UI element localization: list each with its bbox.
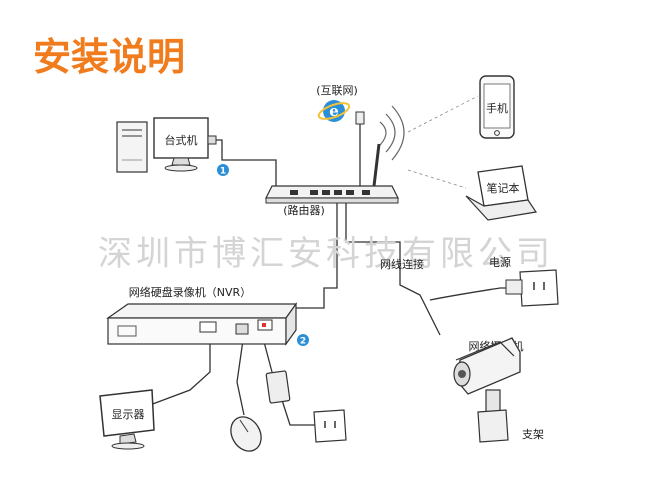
pc-monitor (153, 117, 209, 159)
smartphone: 手机 (479, 75, 515, 139)
cables (149, 120, 515, 426)
bracket-label: 支架 (522, 428, 544, 441)
internet-icon: (互联网) e (316, 84, 358, 122)
power-label: 电源 (489, 255, 511, 269)
adapter-outlet-cable (281, 399, 316, 426)
svg-text:1: 1 (220, 167, 226, 177)
laptop: 笔记本 (465, 165, 538, 221)
svg-text:2: 2 (300, 337, 306, 347)
page-title: 安装说明 (33, 35, 185, 79)
display-monitor: 显示器 (99, 389, 155, 450)
watermark: 深圳市博汇安科技有限公司 (98, 234, 554, 274)
ie-globe-icon (323, 100, 345, 122)
desktop-cable (210, 139, 277, 186)
monitor-cable (149, 340, 211, 406)
internet-plug (355, 111, 365, 125)
mouse (230, 416, 262, 452)
router-camera-cable (345, 198, 441, 336)
router-label: (路由器) (283, 203, 325, 217)
camera-power-cable (429, 287, 515, 301)
ip-camera: 网络摄像机 (453, 337, 524, 443)
wall-outlet-camera (505, 269, 559, 307)
wifi-laptop-link (407, 169, 467, 189)
mouse-cable (236, 339, 245, 416)
desktop-computer: 台式机 (116, 117, 217, 173)
svg-text:e: e (329, 102, 339, 120)
step-badge-1: 1 (217, 164, 229, 177)
power-adapter (265, 370, 291, 404)
nvr-recorder: 网络硬盘录像机（NVR） (106, 285, 298, 346)
camera-bracket (485, 389, 501, 413)
desktop-label: 台式机 (165, 133, 198, 147)
phone-label: 手机 (486, 101, 508, 115)
router-antenna (372, 143, 381, 187)
wall-outlet-nvr (313, 409, 347, 443)
monitor-label: 显示器 (112, 408, 145, 421)
internet-label: (互联网) (316, 84, 358, 97)
network-connect-label: 网线连接 (380, 257, 424, 271)
laptop-label: 笔记本 (487, 181, 520, 195)
step-badge-2: 2 (297, 334, 309, 347)
nvr-label: 网络硬盘录像机（NVR） (129, 285, 251, 299)
wifi-phone-link (407, 95, 479, 133)
wireless-signal (379, 105, 405, 161)
router: (路由器) (265, 143, 399, 217)
